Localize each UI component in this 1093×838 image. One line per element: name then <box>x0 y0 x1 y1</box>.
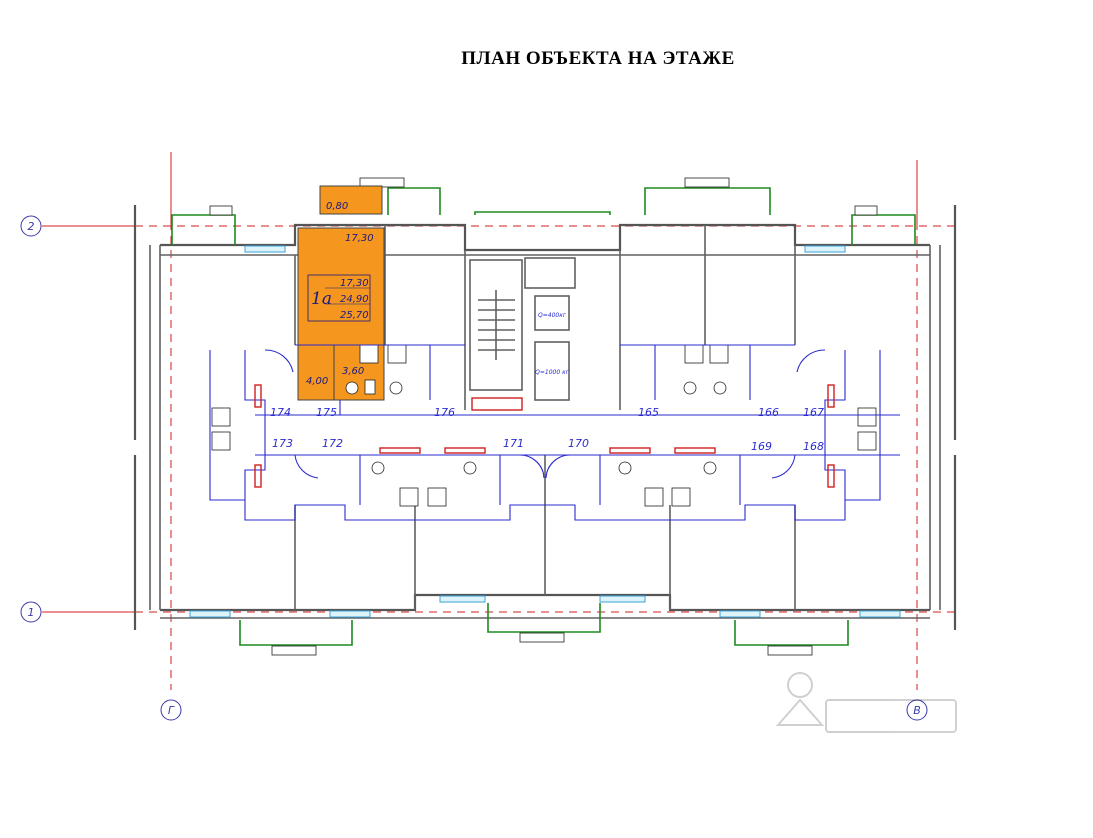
apartment-info-box <box>307 274 371 322</box>
bath-area: 3,60 <box>342 366 364 377</box>
hall-area: 4,00 <box>306 376 328 387</box>
room-number: 170 <box>568 437 589 450</box>
stairwell: Q=400кг Q=1000 кг <box>469 257 576 401</box>
total-with-balcony: 25,70 <box>340 310 369 321</box>
bath-fixtures <box>211 344 877 507</box>
svg-text:Q=400кг: Q=400кг <box>538 312 567 319</box>
living-area: 17,30 <box>340 278 369 289</box>
svg-text:2: 2 <box>28 220 35 233</box>
room-number: 174 <box>270 406 291 419</box>
room-number: 175 <box>316 406 337 419</box>
apartment-number: 1а <box>311 289 332 309</box>
room-number: 168 <box>803 440 824 453</box>
svg-text:В: В <box>913 704 921 717</box>
radiators <box>254 384 835 488</box>
svg-text:Q=1000 кг: Q=1000 кг <box>535 369 570 376</box>
room-number: 165 <box>638 406 659 419</box>
svg-text:Г: Г <box>168 704 175 717</box>
selected-apartment[interactable]: 0,80 17,30 1а 17,30 24,90 25,70 4,00 3,6… <box>297 185 385 401</box>
room-number: 176 <box>434 406 455 419</box>
room-number: 166 <box>758 406 779 419</box>
apartment-balcony <box>319 185 383 215</box>
room-area: 17,30 <box>345 233 374 244</box>
axis-marker-col-right: В <box>906 699 928 721</box>
axis-marker-col-left: Г <box>160 699 182 721</box>
axis-grid <box>42 152 955 690</box>
room-numbers: 174 175 176 165 166 167 173 172 171 170 … <box>270 406 824 453</box>
apartment-hall <box>297 344 335 401</box>
room-number: 167 <box>803 406 824 419</box>
windows <box>189 245 901 618</box>
elevator-small <box>534 295 570 331</box>
room-number: 171 <box>503 437 524 450</box>
page-title: ПЛАН ОБЪЕКТА НА ЭТАЖЕ <box>461 48 735 69</box>
room-number: 169 <box>751 440 772 453</box>
axis-marker-row-bottom: 1 <box>20 601 42 623</box>
svg-text:1: 1 <box>28 606 35 619</box>
balcony-area: 0,80 <box>326 201 348 212</box>
building-walls <box>133 205 957 630</box>
axis-marker-row-top: 2 <box>20 215 42 237</box>
corridor-partitions <box>209 344 900 521</box>
room-number: 173 <box>272 437 293 450</box>
elevator-large <box>534 341 570 401</box>
room-number: 172 <box>322 437 343 450</box>
total-area: 24,90 <box>340 294 369 305</box>
watermark-logo <box>775 672 957 733</box>
balconies <box>171 177 916 656</box>
